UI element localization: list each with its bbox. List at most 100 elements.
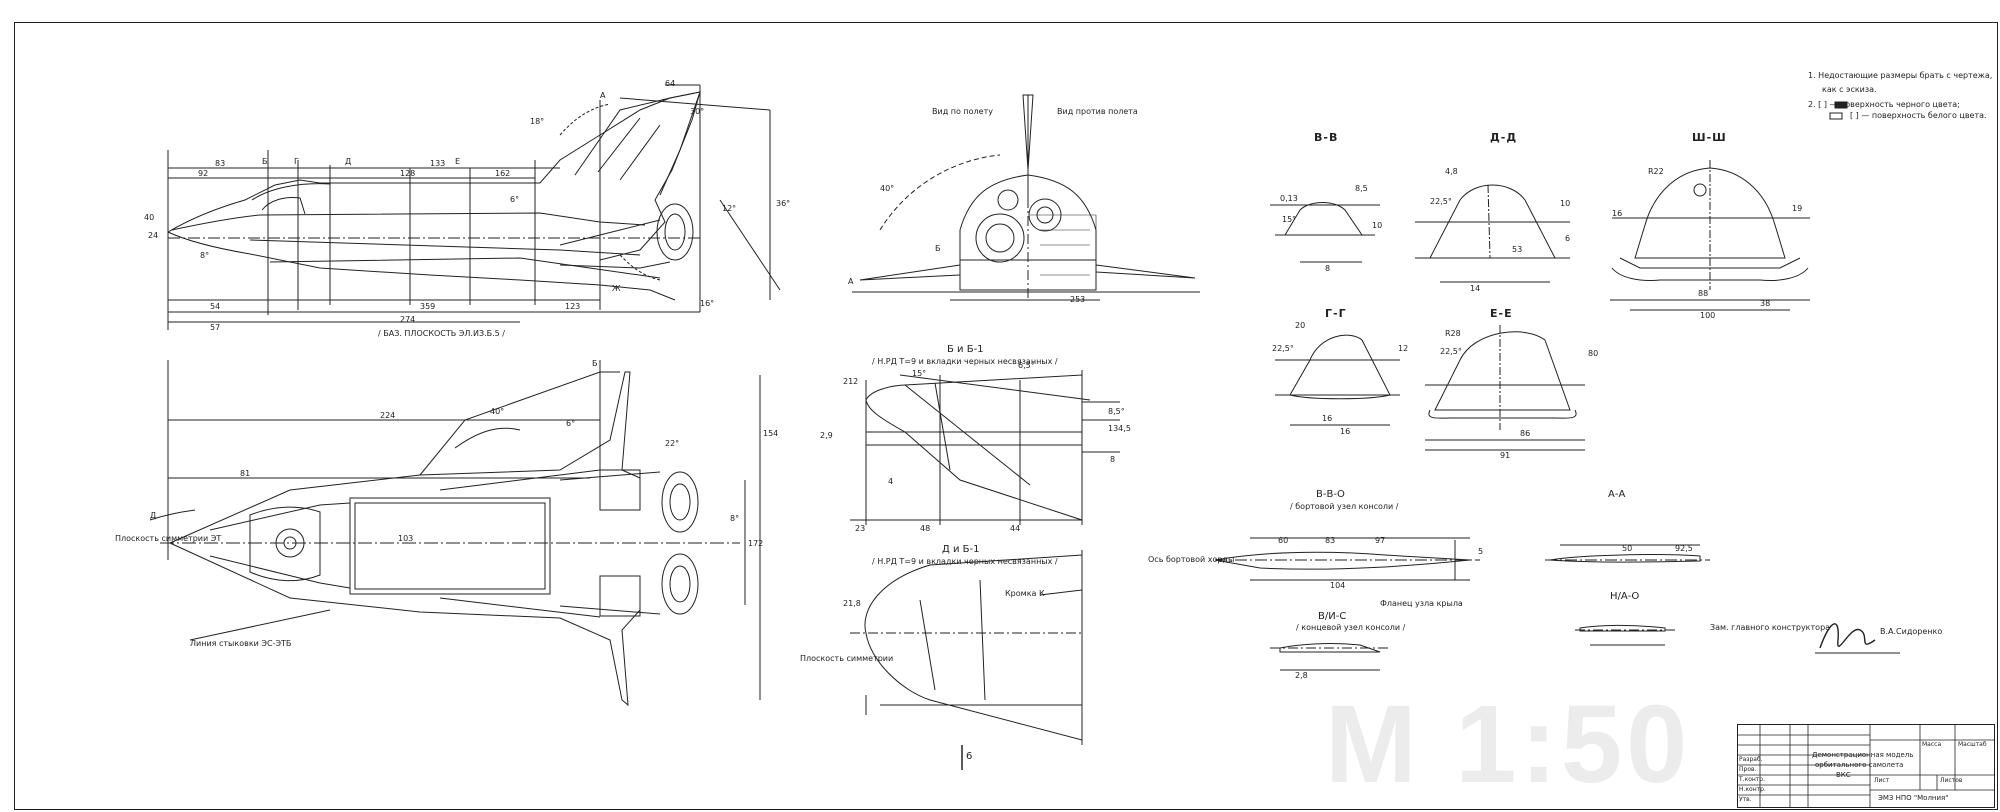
- note-2: 2. [ ] — поверхность черного цвета;: [1808, 100, 1960, 109]
- section-b-dim-1: 15°: [912, 369, 927, 378]
- section-gg-dim-4: 16: [1340, 427, 1351, 436]
- plan-dim-6deg: 6°: [566, 419, 576, 428]
- title-mass-label: Масса: [1922, 741, 1942, 748]
- plan-dim-154: 154: [763, 429, 779, 438]
- side-dim-30deg: 30°: [690, 107, 705, 116]
- title-row-2: Т.контр.: [1739, 776, 1766, 783]
- section-b-dim-4: 8,5°: [1108, 407, 1125, 416]
- section-gg-dim-2: 12: [1398, 344, 1409, 353]
- plan-label-nose: Плоскость симметрии ЭТ: [115, 534, 222, 543]
- section-dd-dim-2: 10: [1560, 199, 1571, 208]
- wing-aa-title: А-А: [1608, 489, 1626, 500]
- side-dim-12deg: 12°: [722, 204, 737, 213]
- side-dim-24: 24: [148, 231, 159, 240]
- side-mark-d: Д: [345, 157, 352, 166]
- section-ee-title: Е-Е: [1490, 307, 1513, 320]
- title-name-line2: орбитального самолета: [1815, 761, 1904, 769]
- section-b-dim-6: 48: [920, 524, 931, 533]
- side-dim-40: 40: [144, 213, 155, 222]
- wing-sections: [1215, 538, 1710, 670]
- note-1b: как с эскиза.: [1822, 85, 1877, 94]
- side-mark-a: А: [600, 91, 606, 100]
- title-name-line1: Демонстрационная модель: [1812, 751, 1914, 759]
- section-b-dim-8: 134,5: [1108, 424, 1131, 433]
- side-dim-274: 274: [400, 315, 416, 324]
- section-b-dim-3: 4: [888, 477, 894, 486]
- title-row-1: Пров.: [1739, 766, 1757, 773]
- section-shsh-dim-1: 19: [1792, 204, 1803, 213]
- section-b-title: Б и Б-1: [947, 344, 984, 355]
- title-name-line3: ВКС: [1836, 771, 1851, 779]
- front-dim-40deg: 40°: [880, 184, 895, 193]
- front-dim-253: 253: [1070, 295, 1086, 304]
- wing-dim-7: 2,8: [1295, 671, 1308, 680]
- plan-dim-40deg: 40°: [490, 407, 505, 416]
- wing-dim-1: 83: [1325, 536, 1336, 545]
- title-block: [1737, 724, 1995, 808]
- side-dim-18deg: 18°: [530, 117, 545, 126]
- section-b-dim-5: 23: [855, 524, 866, 533]
- section-vv-dim-0: 8,5: [1355, 184, 1368, 193]
- sheet-frame: [14, 22, 1998, 810]
- section-dd-dim-3: 6: [1565, 234, 1571, 243]
- plan-view: [150, 360, 760, 705]
- side-dim-64: 64: [665, 79, 676, 88]
- section-vv-dim-1: 0,13: [1280, 194, 1298, 203]
- section-dd-dim-4: 53: [1512, 245, 1523, 254]
- side-view-caption: / БАЗ. ПЛОСКОСТЬ ЭЛ.ИЗ.Б.5 /: [378, 329, 505, 338]
- wing-n-title: Н/А-О: [1610, 591, 1640, 602]
- wing-dim-2: 97: [1375, 536, 1386, 545]
- section-d-view: [850, 550, 1082, 745]
- wing-vvo2-title: В/И-С: [1318, 611, 1347, 622]
- title-sheets-label: Листов: [1940, 777, 1963, 784]
- front-mark-a: А: [848, 277, 854, 286]
- wing-dim-4: 5: [1478, 547, 1484, 556]
- side-dim-92: 92: [198, 169, 209, 178]
- section-dd-dim-1: 22,5°: [1430, 197, 1452, 206]
- section-d-plane-label: Плоскость симметрии: [800, 654, 894, 663]
- side-dim-57: 57: [210, 323, 221, 332]
- plan-dim-172: 172: [748, 539, 764, 548]
- page-mark: 6: [966, 751, 973, 762]
- side-dim-359: 359: [420, 302, 436, 311]
- section-ee-dim-2: 80: [1588, 349, 1599, 358]
- scale-watermark: М 1:50: [1325, 683, 1692, 806]
- title-row-4: Утв.: [1739, 796, 1752, 803]
- side-mark-g: Г: [294, 157, 299, 166]
- section-b-dim-0: 212: [843, 377, 859, 386]
- plan-mark-d: Д: [150, 511, 157, 520]
- wing-dim-0: 60: [1278, 536, 1289, 545]
- side-mark-zh: Ж: [612, 284, 621, 293]
- wing-vvo-title: В-В-О: [1316, 489, 1345, 500]
- side-mark-b: Б: [262, 157, 268, 166]
- note-1: 1. Недостающие размеры брать с чертежа,: [1808, 71, 1993, 80]
- title-block-grid: [1737, 724, 1995, 808]
- section-shsh-dim-2: 16: [1612, 209, 1623, 218]
- wing-vvo2-subtitle: / концевой узел консоли /: [1296, 623, 1406, 632]
- side-dim-36deg: 36°: [776, 199, 791, 208]
- section-shsh-dim-4: 38: [1760, 299, 1771, 308]
- title-sheet-label: Лист: [1874, 777, 1890, 784]
- plan-dim-8deg: 8°: [730, 514, 740, 523]
- section-gg-dim-0: 20: [1295, 321, 1306, 330]
- section-vv-dim-2: 15°: [1282, 215, 1297, 224]
- side-dim-162: 162: [495, 169, 511, 178]
- plan-dim-224: 224: [380, 411, 396, 420]
- section-gg-title: Г-Г: [1325, 307, 1347, 320]
- signature-role: Зам. главного конструктора: [1710, 623, 1831, 632]
- side-dim-123: 123: [565, 302, 581, 311]
- wing-dim-6: 50: [1622, 544, 1633, 553]
- section-dd-dim-5: 14: [1470, 284, 1481, 293]
- side-mark-e: Е: [455, 157, 461, 166]
- side-dim-16deg: 16°: [700, 299, 715, 308]
- plan-dim-81: 81: [240, 469, 251, 478]
- wing-vvo-subtitle: / бортовой узел консоли /: [1290, 502, 1399, 511]
- wing-dim-3: 104: [1330, 581, 1346, 590]
- section-d-title: Д и Б-1: [942, 544, 980, 555]
- side-dim-133: 133: [430, 159, 446, 168]
- front-mark-b: Б: [935, 244, 941, 253]
- section-vv-title: В-В: [1314, 131, 1339, 144]
- section-shsh-dim-0: R22: [1648, 167, 1664, 176]
- section-b-dim-9: 2,9: [820, 431, 833, 440]
